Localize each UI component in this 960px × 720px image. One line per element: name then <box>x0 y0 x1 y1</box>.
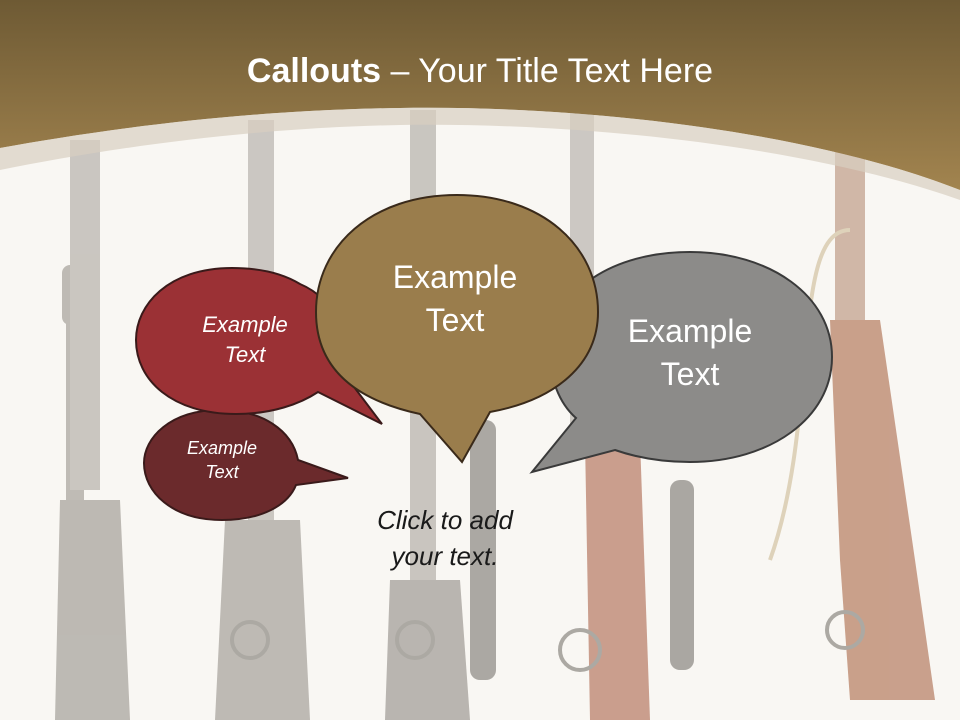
header-band <box>0 0 960 190</box>
body-placeholder[interactable]: Click to add your text. <box>377 505 513 572</box>
callout-text-brown-center[interactable]: Example Text <box>392 259 518 339</box>
callout-text-red-small[interactable]: Example Text <box>186 438 258 483</box>
callout-shape-brown-center <box>314 193 600 464</box>
callout-shape-red-small <box>142 408 349 522</box>
title-bold: Callouts <box>246 52 382 90</box>
callout-text-gray-right[interactable]: Example Text <box>627 313 753 393</box>
title-rest: – Your Title Text Here <box>381 52 714 90</box>
callout-text-red-large[interactable]: Example Text <box>202 312 288 367</box>
slide-title[interactable]: Callouts – Your Title Text Here <box>0 52 960 91</box>
